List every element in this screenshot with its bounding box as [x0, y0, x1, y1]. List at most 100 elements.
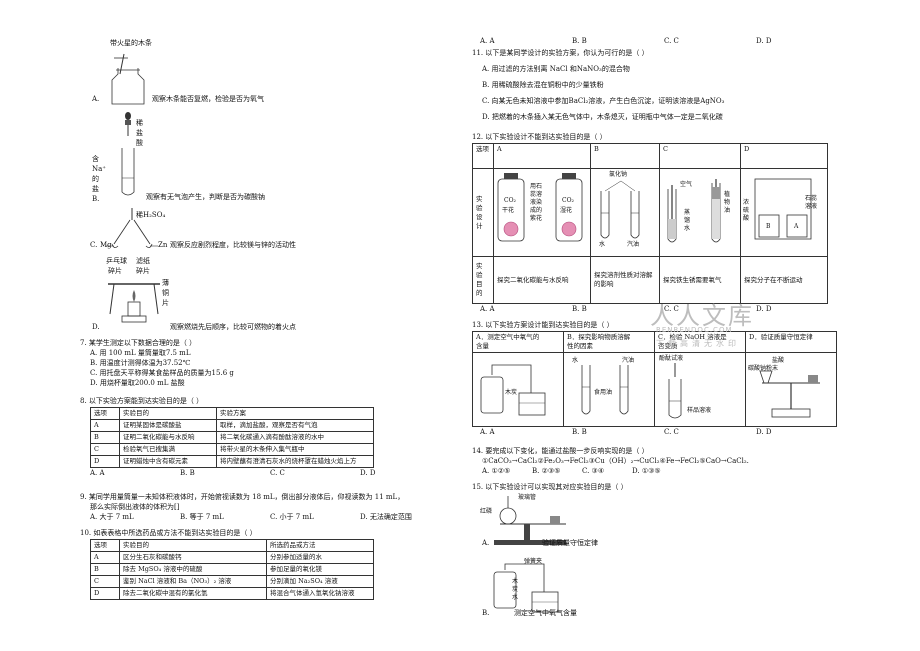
q8-opt-b: B. B — [180, 469, 195, 477]
option-c-figure: 稀H₂SO₄ C. Mg Zn 观察反应剧烈程度，比较镁与锌的活动性 — [90, 206, 450, 252]
q13-opt-d: D. D — [756, 428, 772, 436]
q8-opt-c: C. C — [270, 469, 285, 477]
q12-header-option: 选项 — [472, 143, 494, 169]
q13-cell-a-title: A．测定空气中氧气的含量 — [472, 331, 564, 353]
q13-stem: 13. 以下实验方案设计能到达实验目的是（ ） — [472, 321, 614, 329]
q8-row-c-plan: 将带火星的木条伸入集气瓶中 — [216, 443, 374, 456]
q15-oxygen-measure-illustration — [493, 563, 559, 613]
q13-c-indicator: 酚酞试液 — [659, 355, 684, 362]
q15-b-caption: 测定空气中氧气含量 — [514, 609, 577, 617]
q10-header-goal: 实验目的 — [119, 539, 267, 552]
question-13: 13. 以下实验方案设计能到达实验目的是（ ） A．测定空气中氧气的含量 B．探… — [472, 320, 837, 437]
q7-option-a: A. 用 100 mL 量筒量取7.5 mL — [90, 349, 191, 357]
q12-c-water-1: 蒸 — [684, 209, 691, 216]
fig-a-label: 带火星的木条 — [110, 39, 152, 47]
q8-table: 选项 实验目的 实验方案 A 证明某固体是碳酸盐 取样，滴加盐酸，观察是否有气泡… — [90, 407, 374, 468]
q13-fig-d: 盐酸 碳酸钠粉末 — [745, 352, 837, 427]
q13-b-gasoline: 汽油 — [622, 357, 635, 364]
q13-a-line-1: A．测定空气中氧气的 — [476, 333, 540, 341]
fig-b-sample-3: 的 — [92, 175, 99, 183]
q15-red-phosphorus-balance-illustration — [494, 496, 566, 545]
tripod-burner-illustration — [108, 283, 160, 323]
q8-row-a-goal: 证明某固体是碳酸盐 — [119, 419, 217, 432]
q13-opt-c: C. C — [664, 428, 679, 436]
q12-design-a: CO₂ 干花 CO₂ 湿花 用石 蕊溶 液染 成的 紫花 — [493, 168, 591, 257]
q13-fig-a: 木炭 — [472, 352, 564, 427]
q12-test-tubes-illustration — [600, 180, 640, 239]
q8-row-b-option: B — [90, 431, 120, 444]
q10-stem: 10. 如表表格中所选药品或方法不能到达实验目的是（ ） — [80, 529, 257, 537]
q12-goal-d: 探究分子在不断运动 — [740, 256, 828, 304]
q10-row-b-option: B — [90, 563, 120, 576]
q10-table: 选项 实验目的 所选药品或方法 A 区分生石灰和碳酸钙 分别参加适量的水 B 除… — [90, 539, 374, 600]
question-12: 12. 以下实验设计不能到达实验目的是（ ） 选项 A B C D 实 验 设 … — [472, 132, 828, 314]
question-14: 14. 要完成以下变化，能通过盐酸一步反响实现的是（ ） ①CaCO₃→CaCl… — [472, 446, 749, 476]
gas-bottle-illustration — [111, 53, 145, 105]
fig-d-letter: D. — [92, 323, 100, 331]
q13-oxygen-apparatus-illustration — [480, 364, 546, 416]
q12-d-left-1: 浓 — [743, 199, 750, 206]
watermark-logo: 人人文库 — [650, 302, 754, 330]
fig-d-label-3b: 铜 — [162, 289, 169, 297]
q12-design-char-1: 实 — [476, 194, 483, 203]
q9-opt-a: A. 大于 7 mL — [90, 513, 134, 521]
fig-a-caption: 观察木条能否复燃，检验是否为氧气 — [152, 95, 264, 103]
q12-a-mid-3: 液染 — [530, 199, 543, 206]
q11-option-d: D. 把燃着的木条插入某无色气体中，木条熄灭，证明瓶中气体一定是二氧化碳 — [482, 113, 723, 121]
question-8: 8. 以下实验方案能到达实验目的是（ ） 选项 实验目的 实验方案 A 证明某固… — [80, 396, 375, 478]
q8-header-goal: 实验目的 — [119, 407, 217, 420]
q12-c-water-2: 馏 — [684, 217, 691, 224]
q12-opt-b: B. B — [572, 305, 587, 313]
q7-option-c: C. 用托盘天平称得某食盐样品的质量为15.6 g — [90, 369, 234, 377]
q12-c-oil-1: 植 — [724, 191, 731, 198]
q15-a-label-1: 玻璃管 — [518, 494, 537, 501]
q10-row-a-method: 分别参加适量的水 — [266, 551, 374, 564]
q10-header-option: 选项 — [90, 539, 120, 552]
q8-row-a-plan: 取样，滴加盐酸，观察是否有气泡 — [216, 419, 374, 432]
fig-a-letter: A. — [92, 95, 100, 103]
q10-row-b-goal: 除去 MgSO₄ 溶液中的硫酸 — [119, 563, 267, 576]
q15-b-char: 炭 — [512, 586, 519, 593]
fig-b-caption: 观察有无气泡产生，判断是否为碳酸钠 — [146, 193, 265, 201]
q15-b-clip: 弹簧夹 — [524, 558, 543, 565]
q10-row-c-goal: 鉴别 NaCl 溶液和 Ba（NO₃）₂ 溶液 — [119, 575, 267, 588]
q8-row-c-option: C — [90, 443, 120, 456]
q12-a-mid-5: 紫花 — [530, 215, 543, 222]
q13-b-water: 水 — [572, 357, 579, 364]
q12-a-left-1: CO₂ — [504, 197, 516, 204]
fig-b-reagent-2: 盐 — [136, 129, 143, 137]
q10-opt-c: C. C — [664, 37, 679, 45]
q14-opt-a: A. ①②⑤ — [482, 467, 511, 475]
q12-opt-c: C. C — [664, 305, 679, 313]
q13-d-line-1: D．验证质量守恒定律 — [749, 333, 813, 341]
q15-b-water: 水 — [512, 594, 519, 601]
q12-design-c: 空气 植 物 油 蒸 馏 水 — [659, 168, 741, 257]
q12-b-water: 水 — [599, 241, 606, 248]
q12-a-left-2: 干花 — [502, 207, 515, 214]
q10-row-a-option: A — [90, 551, 120, 564]
q10-row-d-goal: 除去二氧化碳中混有的氯化氢 — [119, 587, 267, 600]
q12-goal-char-3: 目 — [476, 280, 483, 288]
q10-opt-a: A. A — [480, 37, 495, 45]
option-a-figure: 带火星的木条 A. 观察木条能否复燃，检验是否为氧气 — [90, 30, 450, 110]
q13-d-acid: 盐酸 — [772, 357, 785, 364]
fig-d-label-3a: 薄 — [162, 279, 169, 287]
q9-opt-d: D. 无法确定范围 — [360, 513, 412, 521]
q12-a-mid-4: 成的 — [530, 207, 543, 214]
fig-d-caption: 观察燃烧先后顺序，比较可燃物的着火点 — [170, 323, 296, 331]
question-9: 9. 某同学用量筒量一未知体积液体时，开始俯视读数为 18 mL，倒出部分液体后… — [80, 492, 412, 522]
q12-b-gasoline: 汽油 — [627, 241, 640, 248]
fig-c-mg: Mg — [100, 241, 112, 249]
q7-option-b: B. 用温度计测得体温为37.52℃ — [90, 359, 191, 367]
q13-c-line-2: 否变质 — [658, 342, 678, 350]
fig-d-label-1a: 乒乓球 — [106, 257, 127, 265]
q15-figure-b: 弹簧夹 木 炭 水 B. 测定空气中氧气含量 — [480, 558, 680, 622]
fig-c-caption: 观察反应剧烈程度，比较镁与锌的活动性 — [170, 241, 296, 249]
q13-naoh-test-illustration — [668, 363, 682, 419]
q10-row-d-option: D — [90, 587, 120, 600]
q12-c-water-3: 水 — [684, 225, 691, 232]
q8-opt-a: A. A — [90, 469, 105, 477]
question-11: 11. 以下是某同学设计的实验方案，你认为可行的是（ ） A. 用过滤的方法别离… — [472, 48, 724, 122]
